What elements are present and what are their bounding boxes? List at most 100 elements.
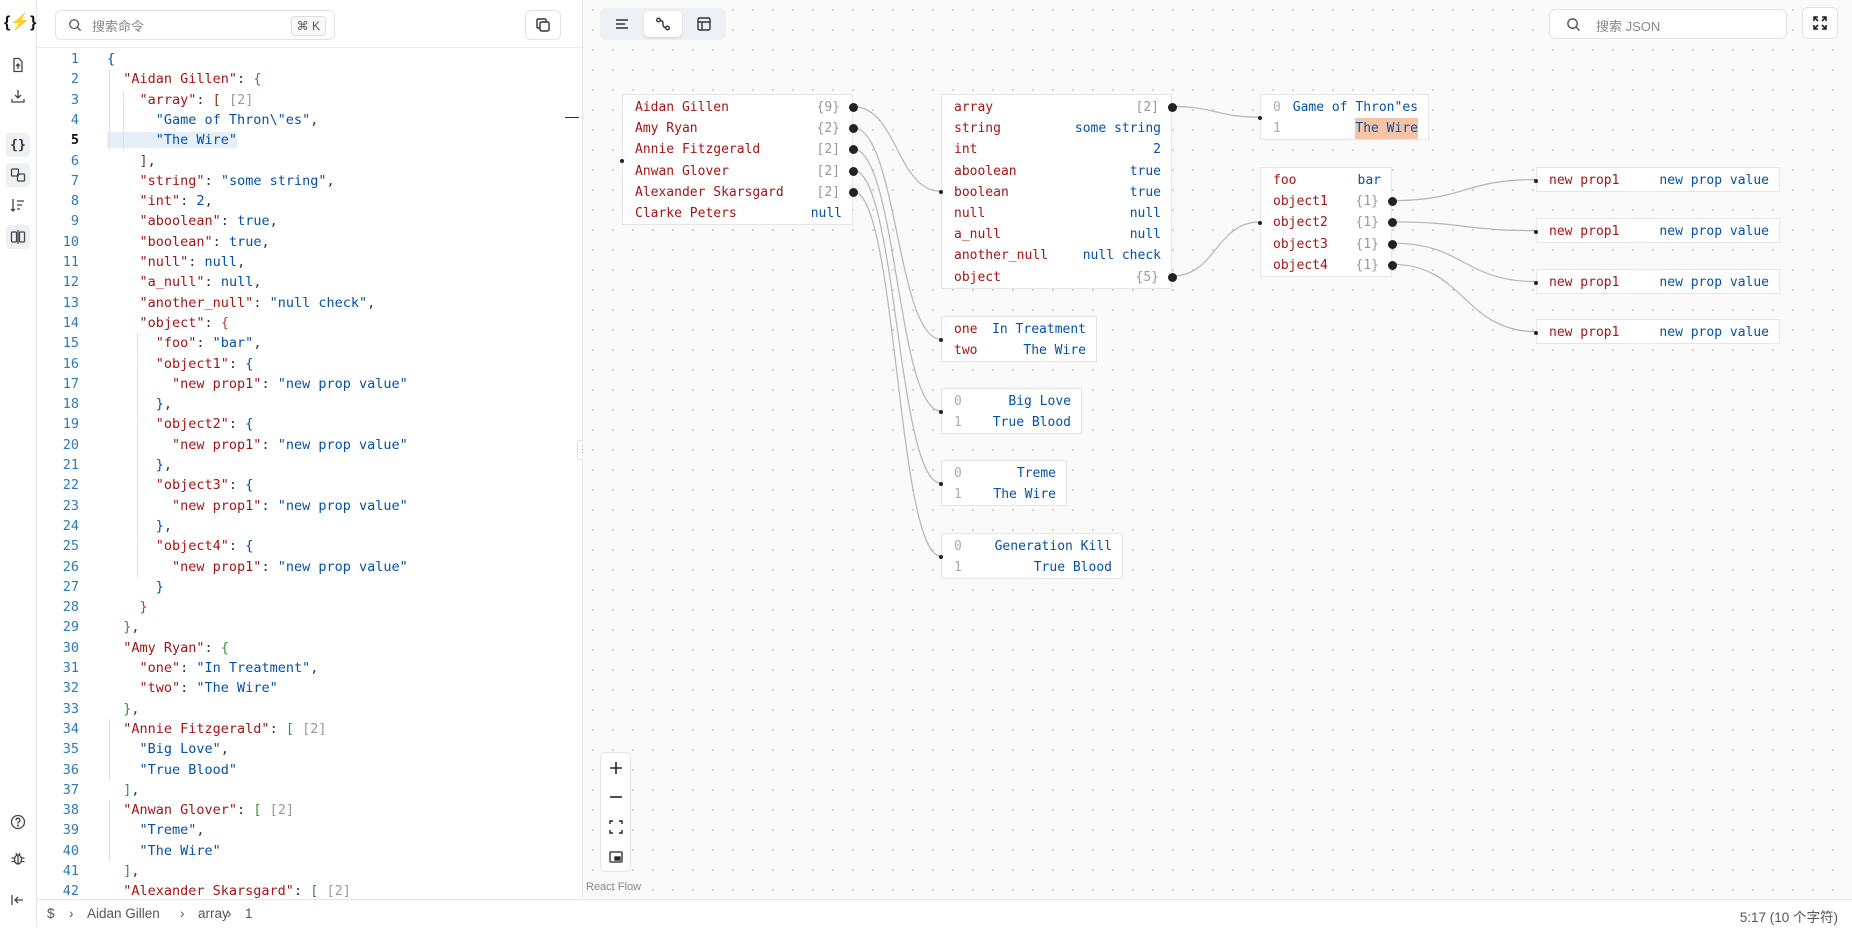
code-line[interactable]: 33 }, <box>37 699 582 719</box>
sort-button[interactable] <box>6 193 30 217</box>
react-flow-attribution[interactable]: React Flow <box>586 881 642 893</box>
command-search-input[interactable] <box>90 16 244 36</box>
source-handle[interactable] <box>1168 103 1177 112</box>
code-line[interactable]: 9 "aboolean": true, <box>37 211 582 231</box>
zoom-out-button[interactable] <box>601 782 630 811</box>
node-row[interactable]: Anwan Glover[2] <box>623 161 858 182</box>
import-button[interactable] <box>6 53 30 77</box>
json-search-input[interactable] <box>1594 16 1778 36</box>
copy-button[interactable] <box>525 10 561 40</box>
code-line[interactable]: 16 "object1": { <box>37 354 582 374</box>
bug-report-button[interactable] <box>6 846 30 870</box>
breadcrumb-item[interactable]: Aidan Gillen <box>87 906 160 921</box>
source-handle[interactable] <box>849 124 858 134</box>
graph-node-root[interactable]: Aidan Gillen{9}Amy Ryan{2}Annie Fitzgera… <box>620 94 858 226</box>
node-row[interactable]: object1{1} <box>1261 191 1397 212</box>
command-search[interactable]: ⌘ K <box>55 10 335 40</box>
code-line[interactable]: 39 "Treme", <box>37 820 582 840</box>
node-row[interactable]: array[2] <box>942 97 1177 118</box>
code-line[interactable]: 29 }, <box>37 617 582 637</box>
code-line[interactable]: 18 }, <box>37 394 582 414</box>
text-view-button[interactable] <box>603 11 641 37</box>
compare-button[interactable] <box>6 163 30 187</box>
code-line[interactable]: 27 } <box>37 577 582 597</box>
graph-view-button[interactable] <box>644 11 682 37</box>
code-line[interactable]: 19 "object2": { <box>37 414 582 434</box>
code-line[interactable]: 1{ <box>37 49 582 69</box>
code-line[interactable]: 31 "one": "In Treatment", <box>37 658 582 678</box>
code-line[interactable]: 36 "True Blood" <box>37 760 582 780</box>
json-search[interactable] <box>1549 9 1787 39</box>
code-line[interactable]: 15 "foo": "bar", <box>37 333 582 353</box>
code-line[interactable]: 12 "a_null": null, <box>37 272 582 292</box>
code-line[interactable]: 26 "new prop1": "new prop value" <box>37 557 582 577</box>
code-line[interactable]: 10 "boolean": true, <box>37 232 582 252</box>
export-button[interactable] <box>6 84 30 108</box>
code-line[interactable]: 13 "another_null": "null check", <box>37 293 582 313</box>
code-line[interactable]: 2 "Aidan Gillen": { <box>37 69 582 89</box>
format-button[interactable]: {} <box>6 133 30 157</box>
source-handle[interactable] <box>1388 218 1397 228</box>
code-line[interactable]: 7 "string": "some string", <box>37 171 582 191</box>
code-line[interactable]: 20 "new prop1": "new prop value" <box>37 435 582 455</box>
fullscreen-button[interactable] <box>1802 7 1838 39</box>
source-handle[interactable] <box>849 103 858 112</box>
code-line[interactable]: 3 "array": [ [2] <box>37 90 582 110</box>
graph-pane[interactable]: Aidan Gillen{9}Amy Ryan{2}Annie Fitzgera… <box>583 0 1852 898</box>
source-handle[interactable] <box>1388 260 1397 270</box>
code-line[interactable]: 6 ], <box>37 151 582 171</box>
code-line[interactable]: 24 }, <box>37 516 582 536</box>
code-line[interactable]: 42 "Alexander Skarsgard": [ [2] <box>37 881 582 898</box>
node-row[interactable]: object3{1} <box>1261 234 1397 255</box>
code-line[interactable]: 11 "null": null, <box>37 252 582 272</box>
code-line[interactable]: 21 }, <box>37 455 582 475</box>
code-line[interactable]: 17 "new prop1": "new prop value" <box>37 374 582 394</box>
code-line[interactable]: 41 ], <box>37 861 582 881</box>
code-line[interactable]: 23 "new prop1": "new prop value" <box>37 496 582 516</box>
code-line[interactable]: 30 "Amy Ryan": { <box>37 638 582 658</box>
code-line[interactable]: 4 "Game of Thron\"es", <box>37 110 582 130</box>
help-button[interactable] <box>6 810 30 834</box>
code-line[interactable]: 34 "Annie Fitzgerald": [ [2] <box>37 719 582 739</box>
code-line[interactable]: 28 } <box>37 597 582 617</box>
source-handle[interactable] <box>1388 197 1397 207</box>
source-handle[interactable] <box>1168 272 1177 282</box>
source-handle[interactable] <box>849 145 858 155</box>
node-row[interactable]: Annie Fitzgerald[2] <box>623 139 858 160</box>
breadcrumb-item[interactable]: 1 <box>245 906 253 921</box>
code-line[interactable]: 38 "Anwan Glover": [ [2] <box>37 800 582 820</box>
code-line[interactable]: 37 ], <box>37 780 582 800</box>
source-handle[interactable] <box>849 187 858 197</box>
node-row[interactable]: Aidan Gillen{9} <box>623 97 858 118</box>
code-line[interactable]: 5 "The Wire" <box>37 130 582 150</box>
zoom-in-button[interactable] <box>601 753 630 782</box>
node-row[interactable]: object4{1} <box>1261 255 1397 276</box>
source-handle[interactable] <box>1388 239 1397 249</box>
node-row[interactable]: object{5} <box>942 267 1177 288</box>
code-line[interactable]: 40 "The Wire" <box>37 841 582 861</box>
